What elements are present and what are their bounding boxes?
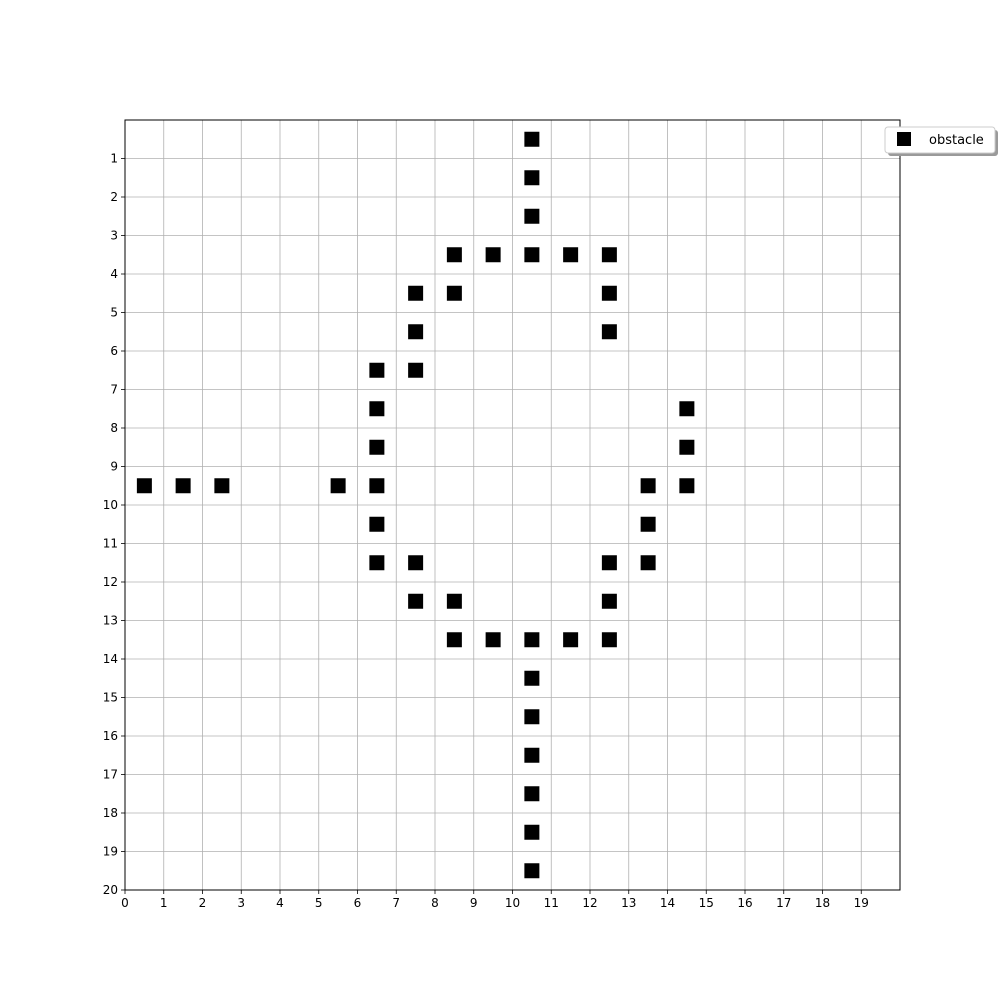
x-tick-label: 17 [776,896,791,910]
y-tick-label: 14 [103,652,118,666]
x-tick-label: 1 [160,896,168,910]
obstacle-marker [679,478,695,494]
y-tick-label: 4 [110,267,118,281]
legend: obstacle [884,126,998,156]
obstacle-marker [640,478,656,494]
y-tick-label: 19 [103,845,118,859]
plot-frame [124,119,901,891]
x-tick-label: 13 [621,896,636,910]
y-tick-label: 12 [103,575,118,589]
obstacle-marker [524,170,540,186]
x-tick-label: 5 [315,896,323,910]
y-tick-label: 11 [103,537,118,551]
x-tick-label: 3 [237,896,245,910]
obstacle-marker [679,401,695,417]
obstacle-marker [369,401,385,417]
y-tick-label: 13 [103,614,118,628]
x-tick-label: 10 [505,896,520,910]
legend-marker-obstacle [897,132,911,146]
obstacle-marker [524,208,540,224]
obstacle-marker [601,632,617,648]
obstacle-marker [408,324,424,340]
x-tick-label: 19 [854,896,869,910]
x-tick-label: 14 [660,896,675,910]
obstacle-marker [640,516,656,532]
obstacle-marker [601,555,617,571]
obstacle-marker [640,555,656,571]
legend-box [884,126,996,154]
obstacle-marker [175,478,191,494]
y-tick-label: 5 [110,306,118,320]
obstacle-marker [563,632,579,648]
y-tick-label: 15 [103,691,118,705]
obstacle-marker [369,555,385,571]
obstacle-marker [524,709,540,725]
grid-lines [124,120,900,891]
x-tick-label: 15 [699,896,714,910]
obstacle-marker [369,362,385,378]
x-tick-label: 16 [737,896,752,910]
y-tick-label: 16 [103,729,118,743]
x-tick-label: 2 [199,896,207,910]
x-tick-label: 11 [544,896,559,910]
obstacle-marker [408,555,424,571]
obstacle-marker [485,247,501,263]
obstacle-marker [408,285,424,301]
obstacle-marker [524,131,540,147]
x-tick-label: 4 [276,896,284,910]
x-tick-label: 12 [582,896,597,910]
legend-label-obstacle: obstacle [929,133,984,148]
obstacle-marker [408,593,424,609]
obstacle-marker [601,285,617,301]
y-tick-label: 2 [110,190,118,204]
y-tick-label: 20 [103,883,118,897]
obstacle-markers [136,131,695,879]
x-tick-label: 9 [470,896,478,910]
x-tick-label: 18 [815,896,830,910]
obstacle-marker [524,670,540,686]
obstacle-marker [446,632,462,648]
obstacle-marker [524,786,540,802]
y-tick-label: 17 [103,768,118,782]
y-tick-label: 10 [103,498,118,512]
y-tick-label: 8 [110,421,118,435]
obstacle-marker [330,478,346,494]
obstacle-marker [524,747,540,763]
x-tick-label: 6 [354,896,362,910]
obstacle-marker [524,863,540,879]
obstacle-marker [601,247,617,263]
obstacle-marker [524,632,540,648]
obstacle-marker [679,439,695,455]
y-tick-label: 7 [110,383,118,397]
obstacle-marker [446,593,462,609]
x-tick-label: 0 [121,896,129,910]
obstacle-marker [369,439,385,455]
obstacle-marker [446,285,462,301]
x-tick-label: 8 [431,896,439,910]
obstacle-marker [601,324,617,340]
obstacle-marker [485,632,501,648]
obstacle-marker [563,247,579,263]
obstacle-marker [214,478,230,494]
y-tick-label: 3 [110,229,118,243]
x-tick-label: 7 [392,896,400,910]
obstacle-marker [524,824,540,840]
obstacle-marker [408,362,424,378]
obstacle-marker [369,478,385,494]
obstacle-marker [136,478,152,494]
y-tick-label: 9 [110,460,118,474]
obstacle-marker [369,516,385,532]
y-tick-label: 1 [110,152,118,166]
y-tick-label: 18 [103,806,118,820]
obstacle-marker [524,247,540,263]
obstacle-marker [601,593,617,609]
y-tick-label: 6 [110,344,118,358]
obstacle-marker [446,247,462,263]
